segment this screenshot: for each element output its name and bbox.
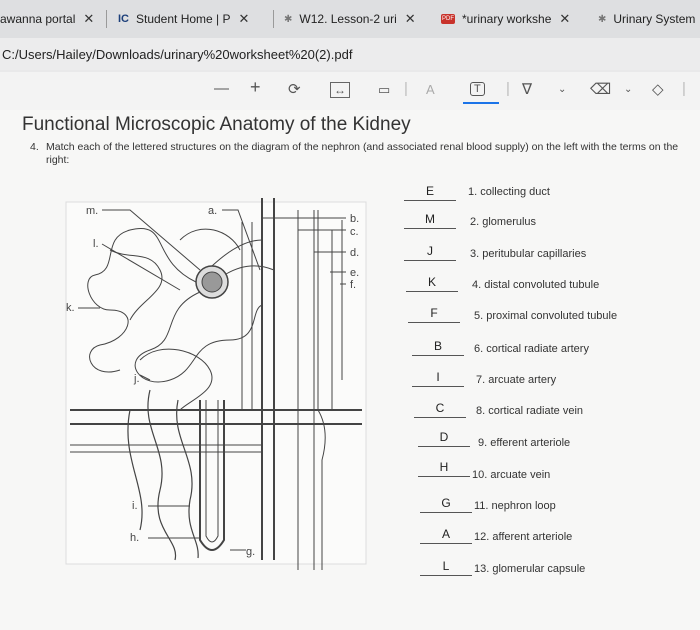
close-icon[interactable]: ✕ xyxy=(405,11,416,27)
diagram-label-d: d. xyxy=(350,247,359,259)
bird-icon: ✱ xyxy=(598,14,606,25)
draw-icon[interactable]: ∇ xyxy=(522,80,532,98)
page-view-icon[interactable]: ▭ xyxy=(378,82,390,98)
close-icon[interactable]: ✕ xyxy=(83,11,94,27)
tab-lesson[interactable]: ✱ W12. Lesson-2 uri ✕ xyxy=(284,6,430,32)
tab-label: Student Home | P xyxy=(136,12,231,26)
diagram-label-h: h. xyxy=(130,532,139,544)
answer-blank-2[interactable]: M xyxy=(404,212,456,229)
toolbar-divider: | xyxy=(506,80,510,97)
diagram-label-k: k. xyxy=(66,302,75,314)
rotate-icon[interactable]: ⟳ xyxy=(288,80,301,98)
term-row-1: 1. collecting duct xyxy=(468,186,550,198)
diagram-label-e: e. xyxy=(350,267,359,279)
term-row-6: 6. cortical radiate artery xyxy=(474,343,589,355)
diagram-label-a: a. xyxy=(208,205,217,217)
answer-blank-11[interactable]: G xyxy=(420,496,472,513)
tab-separator xyxy=(273,10,274,28)
term-row-5: 5. proximal convoluted tubule xyxy=(474,310,617,322)
answer-blank-6[interactable]: B xyxy=(412,339,464,356)
term-row-10: 10. arcuate vein xyxy=(472,469,550,481)
diagram-label-b: b. xyxy=(350,213,359,225)
nephron-diagram xyxy=(0,110,420,630)
term-row-12: 12. afferent arteriole xyxy=(474,531,572,543)
term-row-11: 11. nephron loop xyxy=(474,500,556,512)
term-row-8: 8. cortical radiate vein xyxy=(476,405,583,417)
pdf-icon: PDF xyxy=(441,14,455,24)
answer-blank-8[interactable]: C xyxy=(414,401,466,418)
diagram-label-i: i. xyxy=(132,500,138,512)
tab-separator xyxy=(106,10,107,28)
tab-bar: awanna portal ✕ IC Student Home | P ✕ ✱ W12.… xyxy=(0,0,700,38)
answer-blank-9[interactable]: D xyxy=(418,430,470,447)
pdf-toolbar: — + ⟳ ↔ ▭ | A T | ∇ ⌄ ⌫ ⌄ ◇ | xyxy=(0,72,700,110)
answer-blank-10[interactable]: H xyxy=(418,460,470,477)
fit-page-icon[interactable]: ↔ xyxy=(330,82,350,98)
term-row-13: 13. glomerular capsule xyxy=(474,563,585,575)
text-tool-icon[interactable]: T xyxy=(470,82,485,96)
tab-label: Urinary System xyxy=(613,12,695,26)
term-row-7: 7. arcuate artery xyxy=(476,374,556,386)
bird-icon: ✱ xyxy=(284,14,292,25)
term-row-3: 3. peritubular capillaries xyxy=(470,248,586,260)
diagram-label-g: g. xyxy=(246,546,255,558)
read-aloud-icon[interactable]: A xyxy=(426,82,435,97)
diagram-label-f: f. xyxy=(350,279,356,291)
close-icon[interactable]: ✕ xyxy=(239,11,250,27)
address-text: C:/Users/Hailey/Downloads/urinary%20work… xyxy=(2,47,352,62)
term-row-2: 2. glomerulus xyxy=(470,216,536,228)
term-row-4: 4. distal convoluted tubule xyxy=(472,279,599,291)
zoom-out-button[interactable]: — xyxy=(214,80,229,97)
address-bar[interactable]: C:/Users/Hailey/Downloads/urinary%20work… xyxy=(0,38,700,70)
zoom-in-button[interactable]: + xyxy=(250,77,261,98)
close-icon[interactable]: ✕ xyxy=(559,11,570,27)
tab-student-home[interactable]: IC Student Home | P ✕ xyxy=(118,6,268,32)
diagram-label-j: j. xyxy=(134,373,140,385)
tab-pawanna-portal[interactable]: awanna portal ✕ xyxy=(0,6,100,32)
answer-blank-13[interactable]: L xyxy=(420,559,472,576)
diagram-label-c: c. xyxy=(350,226,359,238)
tab-label: W12. Lesson-2 uri xyxy=(299,12,396,26)
answer-blank-3[interactable]: J xyxy=(404,244,456,261)
answer-blank-7[interactable]: I xyxy=(412,370,464,387)
tab-label: *urinary workshe xyxy=(462,12,551,26)
eraser-icon[interactable]: ◇ xyxy=(652,80,664,98)
toolbar-divider: | xyxy=(404,80,408,97)
answer-blank-4[interactable]: K xyxy=(406,275,458,292)
chevron-down-icon[interactable]: ⌄ xyxy=(624,84,632,95)
diagram-label-m: m. xyxy=(86,205,98,217)
text-tool-active-indicator xyxy=(463,102,499,104)
ic-logo-icon: IC xyxy=(118,13,129,25)
tab-urinary-worksheet[interactable]: PDF *urinary workshe ✕ xyxy=(441,6,587,32)
tab-label: awanna portal xyxy=(0,12,75,26)
chevron-down-icon[interactable]: ⌄ xyxy=(558,84,566,95)
answer-blank-1[interactable]: E xyxy=(404,184,456,201)
highlight-icon[interactable]: ⌫ xyxy=(590,80,611,98)
pdf-page: Functional Microscopic Anatomy of the Ki… xyxy=(0,110,700,630)
answer-blank-12[interactable]: A xyxy=(420,527,472,544)
tab-urinary-system[interactable]: ✱ Urinary System xyxy=(598,6,700,32)
toolbar-divider: | xyxy=(682,80,686,97)
diagram-label-l: l. xyxy=(93,238,99,250)
term-row-9: 9. efferent arteriole xyxy=(478,437,570,449)
answer-blank-5[interactable]: F xyxy=(408,306,460,323)
